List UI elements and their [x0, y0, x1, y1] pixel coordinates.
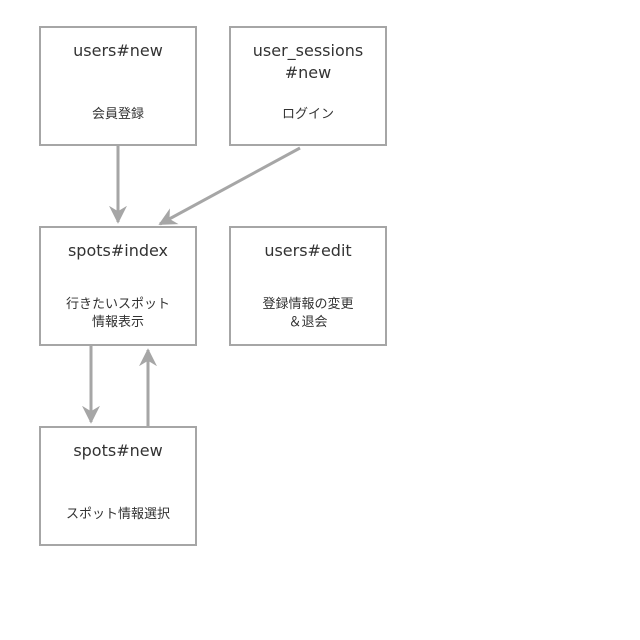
- node-description-line: 行きたいスポット: [65, 297, 170, 312]
- node-description-line: ＆退会: [288, 315, 328, 330]
- node-users-new: users#new 会員登録: [39, 26, 197, 146]
- node-description-line: 情報表示: [91, 315, 144, 330]
- node-users-edit: users#edit 登録情報の変更 ＆退会: [229, 226, 387, 346]
- node-description-line: 会員登録: [91, 107, 144, 122]
- node-title-line: #new: [284, 63, 332, 82]
- node-description: ログイン: [231, 106, 385, 124]
- node-description: 行きたいスポット 情報表示: [41, 296, 195, 332]
- node-title: user_sessions #new: [231, 40, 385, 84]
- edge-user-sessions-new-to-spots-index: [158, 146, 301, 226]
- node-description-line: 登録情報の変更: [262, 297, 354, 312]
- node-description: 会員登録: [41, 106, 195, 124]
- node-spots-index: spots#index 行きたいスポット 情報表示: [39, 226, 197, 346]
- node-title: spots#new: [73, 441, 163, 460]
- node-title: spots#index: [67, 241, 169, 260]
- node-description: 登録情報の変更 ＆退会: [231, 296, 385, 332]
- node-description-line: スポット情報選択: [65, 507, 170, 522]
- node-spots-new: spots#new スポット情報選択: [39, 426, 197, 546]
- node-title: users#edit: [264, 241, 352, 260]
- node-user-sessions-new: user_sessions #new ログイン: [229, 26, 387, 146]
- node-description: スポット情報選択: [41, 506, 195, 524]
- node-description-line: ログイン: [281, 107, 334, 122]
- node-title: users#new: [73, 41, 163, 60]
- node-title-line: user_sessions: [252, 41, 364, 60]
